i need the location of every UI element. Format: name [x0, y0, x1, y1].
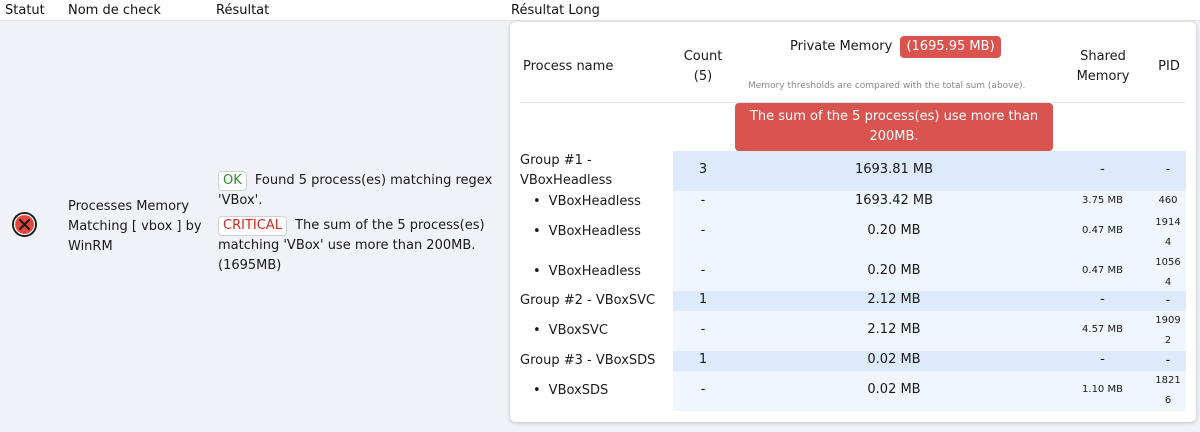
column-header-nom[interactable]: Nom de check — [68, 3, 161, 18]
row-pid: - — [1165, 353, 1171, 368]
row-pid: 1914 4 — [1150, 213, 1186, 253]
row-count: 1 — [698, 292, 708, 307]
table-header: Statut Nom de check Résultat Résultat Lo… — [0, 0, 1200, 21]
col-count: Count (5) — [673, 47, 733, 87]
group-label-line1: Group #1 - — [520, 153, 592, 168]
critical-badge: CRITICAL — [218, 216, 287, 236]
table-row-group: Group #3 - VBoxSDS 1 0.02 MB - - — [510, 351, 1196, 371]
col-count-value: (5) — [693, 69, 713, 84]
row-background — [673, 151, 1186, 191]
row-shared-memory: - — [1100, 162, 1105, 177]
row-private-memory: 1693.81 MB — [854, 162, 934, 177]
col-shared-line2: Memory — [1076, 69, 1130, 84]
column-header-statut[interactable]: Statut — [5, 3, 45, 18]
process-label: VBoxSDS — [533, 381, 609, 401]
column-header-resultat[interactable]: Résultat — [216, 3, 270, 18]
row-count: - — [700, 193, 706, 208]
row-shared-memory: 1.10 MB — [1082, 384, 1123, 395]
table-row-process: VBoxHeadless - 0.20 MB 0.47 MB 1914 4 — [510, 213, 1196, 253]
group-label: Group #3 - VBoxSDS — [520, 353, 656, 368]
row-pid: 460 — [1150, 191, 1186, 211]
table-row-group: Group #1 - VBoxHeadless 3 1693.81 MB - - — [510, 151, 1196, 191]
pid-line1: 1909 — [1155, 315, 1181, 326]
row-private-memory: 2.12 MB — [867, 292, 921, 307]
col-process-name: Process name — [523, 59, 614, 74]
alert-line1: The sum of the 5 process(es) use more th… — [749, 109, 1039, 124]
group-label-line2: VBoxHeadless — [520, 173, 613, 188]
row-background — [673, 191, 1186, 213]
row-background — [673, 253, 1186, 291]
row-count: 3 — [698, 162, 708, 177]
row-private-memory: 0.02 MB — [867, 352, 921, 367]
alert-line2: 200MB. — [869, 129, 919, 144]
col-shared-memory: Shared Memory — [1070, 47, 1136, 87]
long-result-card: Process name Count (5) Private Memory (1… — [510, 22, 1196, 422]
row-shared-memory: 4.57 MB — [1082, 324, 1123, 335]
process-label: VBoxHeadless — [533, 262, 641, 282]
col-pid: PID — [1158, 59, 1180, 74]
result-line-ok: OK Found 5 process(es) matching regex 'V… — [218, 171, 498, 211]
row-background — [673, 213, 1186, 253]
pid-line2: 6 — [1164, 395, 1172, 406]
table-row-process: VBoxHeadless - 1693.42 MB 3.75 MB 460 — [510, 191, 1196, 213]
pid-line2: 4 — [1164, 237, 1172, 248]
col-count-label: Count — [683, 49, 723, 64]
row-shared-memory: - — [1100, 352, 1105, 367]
group-label: Group #1 - VBoxHeadless — [520, 151, 612, 191]
row-shared-memory: 3.75 MB — [1082, 195, 1123, 206]
row-count: - — [700, 382, 706, 397]
row-count: - — [700, 223, 706, 238]
table-row-process: VBoxSVC - 2.12 MB 4.57 MB 1909 2 — [510, 311, 1196, 351]
row-private-memory: 0.20 MB — [867, 263, 921, 278]
row-background — [673, 351, 1186, 371]
group-label: Group #2 - VBoxSVC — [520, 293, 656, 308]
row-background — [673, 371, 1186, 411]
memory-alert-banner: The sum of the 5 process(es) use more th… — [735, 103, 1053, 151]
table-row-group: Group #2 - VBoxSVC 1 2.12 MB - - — [510, 291, 1196, 311]
col-shared-line1: Shared — [1080, 49, 1126, 64]
row-private-memory: 2.12 MB — [867, 322, 921, 337]
pid-line2: 2 — [1164, 335, 1172, 346]
pid-line1: 1821 — [1155, 375, 1181, 386]
row-count: - — [700, 263, 706, 278]
check-name[interactable]: Processes Memory Matching [ vbox ] by Wi… — [68, 199, 202, 254]
row-count: - — [700, 322, 706, 337]
result-text-critical: The sum of the 5 process(es) matching 'V… — [218, 218, 485, 273]
process-label: VBoxSVC — [533, 321, 608, 341]
table-row-process: VBoxHeadless - 0.20 MB 0.47 MB 1056 4 — [510, 253, 1196, 291]
process-label: VBoxHeadless — [533, 192, 641, 212]
pid-line1: 460 — [1158, 195, 1178, 206]
column-header-resultat-long[interactable]: Résultat Long — [511, 3, 600, 18]
col-private-memory: Private Memory (1695.95 MB) — [790, 36, 1001, 58]
row-pid: - — [1165, 293, 1171, 308]
row-pid: 1821 6 — [1150, 371, 1186, 411]
col-private-label: Private Memory — [790, 39, 893, 54]
row-pid: 1056 4 — [1150, 253, 1186, 293]
table-row-process: VBoxSDS - 0.02 MB 1.10 MB 1821 6 — [510, 371, 1196, 411]
row-background — [673, 311, 1186, 351]
row-private-memory: 0.02 MB — [867, 382, 921, 397]
pid-line2: 4 — [1164, 277, 1172, 288]
row-pid: 1909 2 — [1150, 311, 1186, 351]
row-pid: - — [1165, 162, 1171, 177]
check-result: OK Found 5 process(es) matching regex 'V… — [218, 171, 498, 281]
process-label: VBoxHeadless — [533, 222, 641, 242]
row-background — [673, 291, 1186, 311]
threshold-note: Memory thresholds are compared with the … — [748, 81, 1026, 91]
row-shared-memory: 0.47 MB — [1082, 225, 1123, 236]
critical-status-icon — [11, 211, 38, 238]
result-text-ok: Found 5 process(es) matching regex 'VBox… — [218, 173, 493, 208]
ok-badge: OK — [218, 171, 247, 191]
header-divider — [520, 102, 1186, 103]
row-private-memory: 1693.42 MB — [854, 193, 934, 208]
pid-line1: 1914 — [1155, 217, 1181, 228]
row-count: 1 — [698, 352, 708, 367]
row-private-memory: 0.20 MB — [867, 223, 921, 238]
result-line-critical: CRITICAL The sum of the 5 process(es) ma… — [218, 216, 498, 276]
row-shared-memory: - — [1100, 292, 1105, 307]
row-shared-memory: 0.47 MB — [1082, 265, 1123, 276]
pid-line1: 1056 — [1155, 257, 1181, 268]
private-total-badge: (1695.95 MB) — [900, 36, 1001, 58]
